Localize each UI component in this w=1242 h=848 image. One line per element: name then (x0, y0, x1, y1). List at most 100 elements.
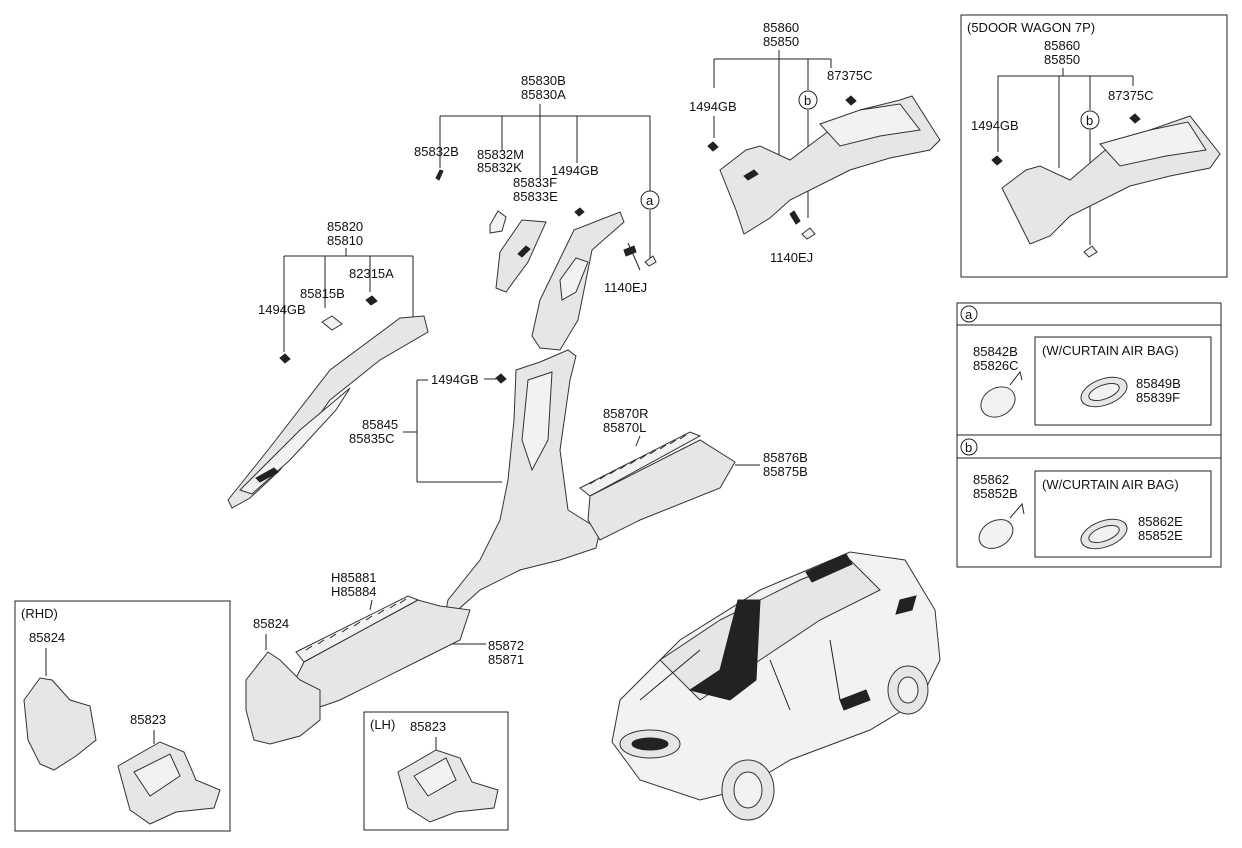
vehicle-grille-inner (631, 737, 669, 751)
legend-b-marker (960, 438, 978, 456)
wagon-part-number-1494gb: 1494GB (971, 118, 1019, 133)
part-number-85833f: 85833F (513, 175, 557, 190)
vehicle-front-hub (733, 771, 763, 809)
rhd-part-number-85823: 85823 (130, 712, 166, 727)
part-number-85810: 85810 (327, 233, 363, 248)
lh-box-title: (LH) (370, 717, 395, 732)
rhd-part-number-85824: 85824 (29, 630, 65, 645)
leader-85820 (283, 248, 414, 352)
part-number-1494gb-left: 1494GB (258, 302, 306, 317)
callout-b-top-label: b (804, 93, 811, 108)
callout-a-center (640, 190, 660, 210)
lh-bracket-85823 (397, 749, 499, 823)
legend-part-number-85849b: 85849B (1136, 376, 1181, 391)
cap-b-top (801, 227, 816, 240)
clip-85832m (489, 210, 507, 234)
part-number-1494gb-center: 1494GB (551, 163, 599, 178)
wagon-grommet-1494gb (991, 155, 1003, 166)
legend-part-number-85839f: 85839F (1136, 390, 1180, 405)
clip-82315a (365, 295, 378, 306)
vehicle-door-lines (639, 639, 841, 711)
legend-b-marker-label: b (965, 440, 972, 455)
part-number-85832m: 85832M (477, 147, 524, 162)
clip-87375c-top (845, 95, 857, 106)
part-number-85835c: 85835C (349, 431, 395, 446)
wagon-callout-b (1080, 110, 1100, 130)
wagon-box-title: (5DOOR WAGON 7P) (967, 20, 1095, 35)
legend-part-number-85826c: 85826C (973, 358, 1019, 373)
legend-b-airbag-title: (W/CURTAIN AIR BAG) (1042, 477, 1179, 492)
part-number-85820: 85820 (327, 219, 363, 234)
legend-a-marker-label: a (965, 307, 973, 322)
lower-b-pillar-face (521, 371, 553, 472)
wagon-clip-87375c (1129, 113, 1141, 124)
part-number-85870l: 85870L (603, 420, 646, 435)
legend-cap-85849b-badge (1088, 382, 1120, 402)
legend-cap-85862e-badge (1088, 524, 1120, 544)
lh-bracket-face (413, 757, 457, 797)
part-number-85850-top: 85850 (763, 34, 799, 49)
vehicle-highlight-sill (839, 689, 871, 711)
part-number-85872: 85872 (488, 638, 524, 653)
legend-part-number-85852e: 85852E (1138, 528, 1183, 543)
part-number-85815b: 85815B (300, 286, 345, 301)
part-number-1494gb-top: 1494GB (689, 99, 737, 114)
lower-b-pillar-85845 (439, 349, 601, 641)
grommet-1494gb-bpillar (495, 373, 507, 384)
vehicle-highlight-pillar (688, 599, 761, 701)
a-pillar-trim-face (239, 387, 351, 495)
vehicle-rear-hub (897, 676, 919, 704)
grommet-1494gb-center (574, 207, 585, 217)
rhd-kick-panel-85824 (23, 677, 97, 771)
grommet-1494gb-left (279, 353, 291, 364)
wagon-c-pillar-face (1099, 121, 1207, 167)
leader-85870 (635, 435, 641, 447)
legend-part-number-85862: 85862 (973, 472, 1009, 487)
part-number-h85881: H85881 (331, 570, 377, 585)
part-number-1494gb-bpillar: 1494GB (431, 372, 479, 387)
part-number-h85884: H85884 (331, 584, 377, 599)
clip-85815b (321, 315, 343, 331)
legend-part-number-85862e: 85862E (1138, 514, 1183, 529)
part-number-85860-top: 85860 (763, 20, 799, 35)
legend-a-airbag-title: (W/CURTAIN AIR BAG) (1042, 343, 1179, 358)
wagon-cap-b (1083, 245, 1098, 258)
wagon-leader (997, 68, 1134, 245)
part-number-1140ej-center: 1140EJ (604, 280, 647, 295)
wagon-part-number-85850: 85850 (1044, 52, 1080, 67)
part-number-1140ej-top: 1140EJ (770, 250, 813, 265)
rear-scuff-ribs (589, 434, 687, 485)
c-pillar-latch (743, 169, 759, 181)
legend-cap-85862-tab (1009, 502, 1025, 519)
part-number-85876b: 85876B (763, 450, 808, 465)
rhd-box-title: (RHD) (21, 606, 58, 621)
part-number-85832k: 85832K (477, 160, 522, 175)
leader-85845 (403, 379, 502, 483)
rhd-bracket-face (133, 753, 181, 797)
vehicle-illustration (611, 551, 941, 821)
wagon-callout-b-label: b (1086, 113, 1093, 128)
rear-sill-trim-85876 (587, 439, 736, 541)
legend-part-number-85852b: 85852B (973, 486, 1018, 501)
part-number-85871: 85871 (488, 652, 524, 667)
vehicle-highlight-rear (895, 595, 917, 615)
cap-a-center (644, 255, 657, 267)
leader-h85881 (369, 599, 373, 611)
part-number-82315a: 82315A (349, 266, 394, 281)
part-number-85870r: 85870R (603, 406, 649, 421)
legend-b-airbag-box (1034, 470, 1212, 558)
part-number-85824-main: 85824 (253, 616, 289, 631)
bolt-1140ej (623, 245, 637, 257)
clip-85832b (435, 169, 444, 181)
callout-a-center-label: a (646, 193, 654, 208)
kick-panel-85824 (245, 651, 321, 745)
part-number-85845: 85845 (362, 417, 398, 432)
part-number-85830b: 85830B (521, 73, 566, 88)
a-pillar-speaker-grille (255, 467, 279, 483)
bolt-1140ej-top (789, 210, 801, 225)
front-scuff-ribs (305, 598, 407, 651)
rear-scuff-plate-85870 (579, 431, 702, 497)
legend-cap-85842b-tab (1009, 370, 1023, 386)
legend-cap-85862 (978, 519, 1014, 549)
part-number-85833e: 85833E (513, 189, 558, 204)
